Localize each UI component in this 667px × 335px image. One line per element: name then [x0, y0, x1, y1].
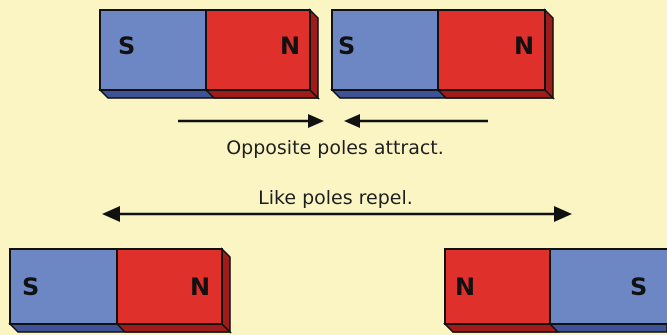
- arrowhead-left-icon: [102, 206, 120, 222]
- magnet-top-right-north-pole: [437, 9, 546, 91]
- magnet-bottom-right: N S: [443, 248, 667, 333]
- magnet-bottom-left-side-face: [221, 247, 231, 334]
- repel-caption: Like poles repel.: [243, 187, 428, 209]
- magnet-top-right-side-face: [544, 8, 554, 100]
- magnet-bottom-left-right-label: N: [190, 273, 210, 301]
- attract-arrow-right: [344, 114, 488, 128]
- arrowhead-right-icon: [554, 206, 572, 222]
- magnet-top-left-north-pole: [205, 9, 311, 91]
- magnet-bottom-right-right-label: S: [630, 273, 647, 301]
- magnet-top-left-side-face: [309, 8, 319, 100]
- magnet-top-left-left-label: S: [118, 32, 135, 60]
- magnet-top-left-right-label: N: [280, 32, 300, 60]
- magnet-bottom-right-south-pole: [549, 248, 667, 325]
- magnet-bottom-right-left-label: N: [455, 273, 475, 301]
- magnet-bottom-left: S N: [8, 247, 232, 334]
- magnet-bottom-right-bottom-face-north: [443, 323, 560, 333]
- magnet-top-right-south-pole: [331, 9, 439, 91]
- attract-arrow-left: [178, 114, 324, 128]
- magnet-bottom-left-north-pole: [116, 248, 223, 325]
- magnet-top-left: S N: [98, 8, 320, 100]
- magnet-bottom-right-north-pole: [444, 248, 551, 325]
- magnet-top-right-bottom-face-north: [436, 89, 555, 99]
- arrowhead-right-icon: [308, 114, 324, 128]
- arrowhead-left-icon: [344, 114, 360, 128]
- magnet-bottom-left-left-label: S: [22, 273, 39, 301]
- magnet-top-left-bottom-face-north: [204, 89, 320, 99]
- attract-caption: Opposite poles attract.: [226, 137, 444, 159]
- magnet-top-right-left-label: S: [338, 32, 355, 60]
- magnet-top-right-right-label: N: [514, 32, 534, 60]
- magnet-top-right: S N: [330, 8, 555, 100]
- magnet-top-left-south-pole: [99, 9, 207, 91]
- magnet-bottom-left-south-pole: [9, 248, 118, 325]
- magnet-bottom-left-bottom-face-north: [115, 323, 232, 333]
- repel-arrow: [102, 206, 572, 222]
